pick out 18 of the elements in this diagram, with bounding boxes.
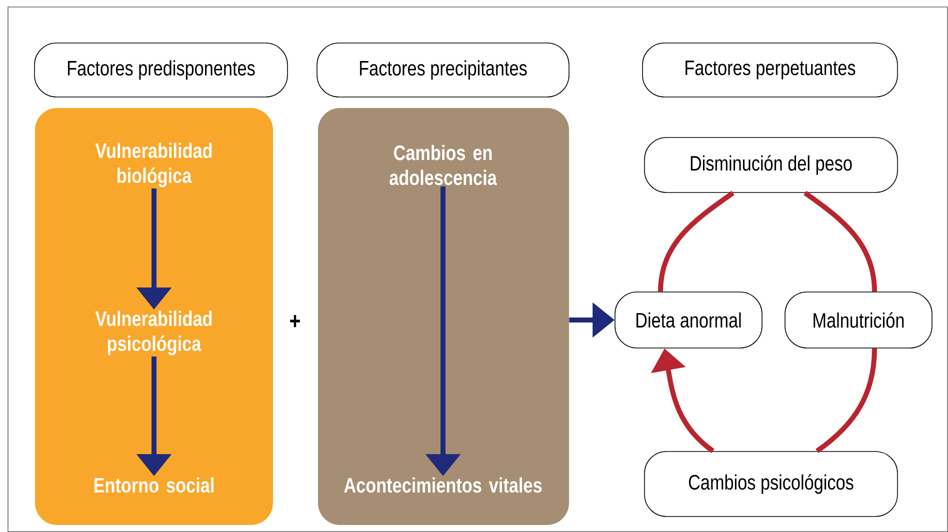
panel-text: Acontecimientos vitales — [344, 477, 542, 493]
panel-text: Vulnerabilidad psicológica — [95, 310, 212, 356]
rounded-box: Dieta anormal — [614, 292, 762, 348]
panel-text: Vulnerabilidad biológica — [95, 142, 212, 188]
rounded-box: Disminución del peso — [644, 137, 898, 193]
curved-line — [658, 190, 734, 292]
panel-text: Cambios en adolescencia — [390, 144, 497, 186]
rounded-box: Factores precipitantes — [316, 42, 570, 98]
panel — [318, 108, 569, 525]
panel — [35, 108, 273, 525]
curved-line — [804, 190, 877, 292]
rounded-box: Malnutrición — [784, 292, 932, 348]
rounded-box: Factores predisponentes — [34, 42, 288, 98]
rounded-box: Factores perpetuantes — [642, 42, 898, 98]
curved-line — [816, 348, 877, 454]
rounded-box: Cambios psicológicos — [644, 451, 898, 517]
plus-sign: + — [290, 315, 300, 328]
panel-text: Entorno social — [94, 477, 214, 493]
